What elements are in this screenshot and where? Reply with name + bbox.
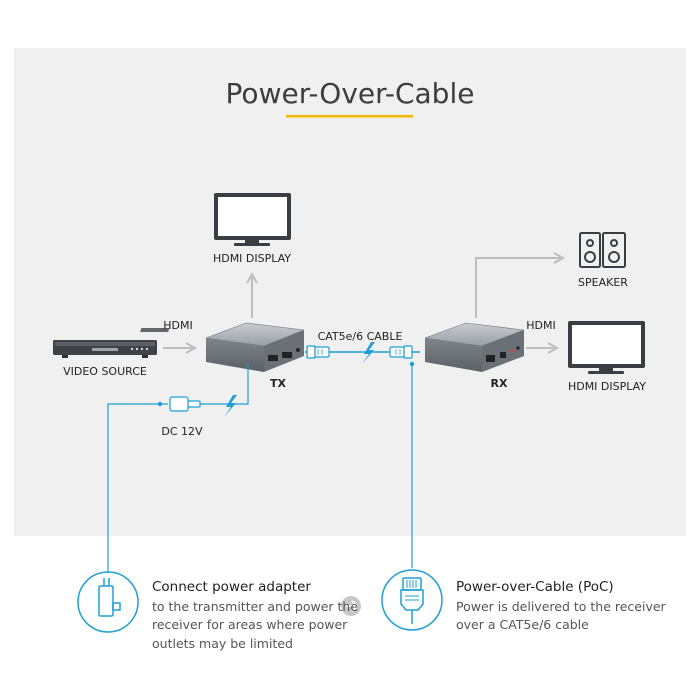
hdmi-display-top-label: HDMI DISPLAY [213,252,291,265]
poc-lead-dot [409,361,415,367]
hdmi-in-label: HDMI [163,319,192,332]
title-underline [286,115,413,118]
tx-cable-connector-icon [306,345,330,359]
rj45-connector-icon [381,569,443,631]
hdmi-out-arrow [526,342,560,354]
rx-receiver-icon [424,322,525,372]
power-adapter-icon [77,571,139,633]
next-step-arrow-icon [341,596,361,616]
dc-power-line [200,363,249,405]
speaker-icon [579,232,626,268]
step-power-adapter-heading: Connect power adapter [152,579,311,595]
hdmi-display-right-icon [568,321,645,374]
tx-transmitter-icon [140,322,305,372]
rx-label: RX [491,377,508,390]
video-source-device-icon [53,340,157,358]
hdmi-out-label: HDMI [526,319,555,332]
power-adapter-lead-line [107,403,168,580]
step-power-adapter: Connect power adapter to the transmitter… [152,578,362,653]
cable-power-bolt-icon [362,342,375,364]
hdmi-in-arrow [163,342,198,354]
step-poc-heading: Power-over-Cable (PoC) [456,579,614,595]
background-panel [14,48,686,536]
step-poc: Power-over-Cable (PoC) Power is delivere… [456,578,676,635]
speaker-label: SPEAKER [578,276,628,289]
hdmi-display-right-label: HDMI DISPLAY [568,380,646,393]
step-poc-body: Power is delivered to the receiver over … [456,598,666,633]
page-title: Power-Over-Cable [226,77,475,110]
dc-label: DC 12V [161,425,203,438]
step-power-adapter-body: to the transmitter and power the receive… [152,598,359,651]
power-lead-dot [157,401,163,407]
dc-adapter-plug-icon [169,396,201,412]
dc-power-bolt-icon [224,395,237,417]
video-source-label: VIDEO SOURCE [63,365,147,378]
rx-to-speaker-arrow [475,252,566,318]
rx-cable-connector-icon [389,345,413,359]
tx-label: TX [270,377,287,390]
cat-cable-label: CAT5e/6 CABLE [318,330,403,343]
tx-to-display-arrow [246,271,258,318]
hdmi-display-top-icon [214,193,291,246]
